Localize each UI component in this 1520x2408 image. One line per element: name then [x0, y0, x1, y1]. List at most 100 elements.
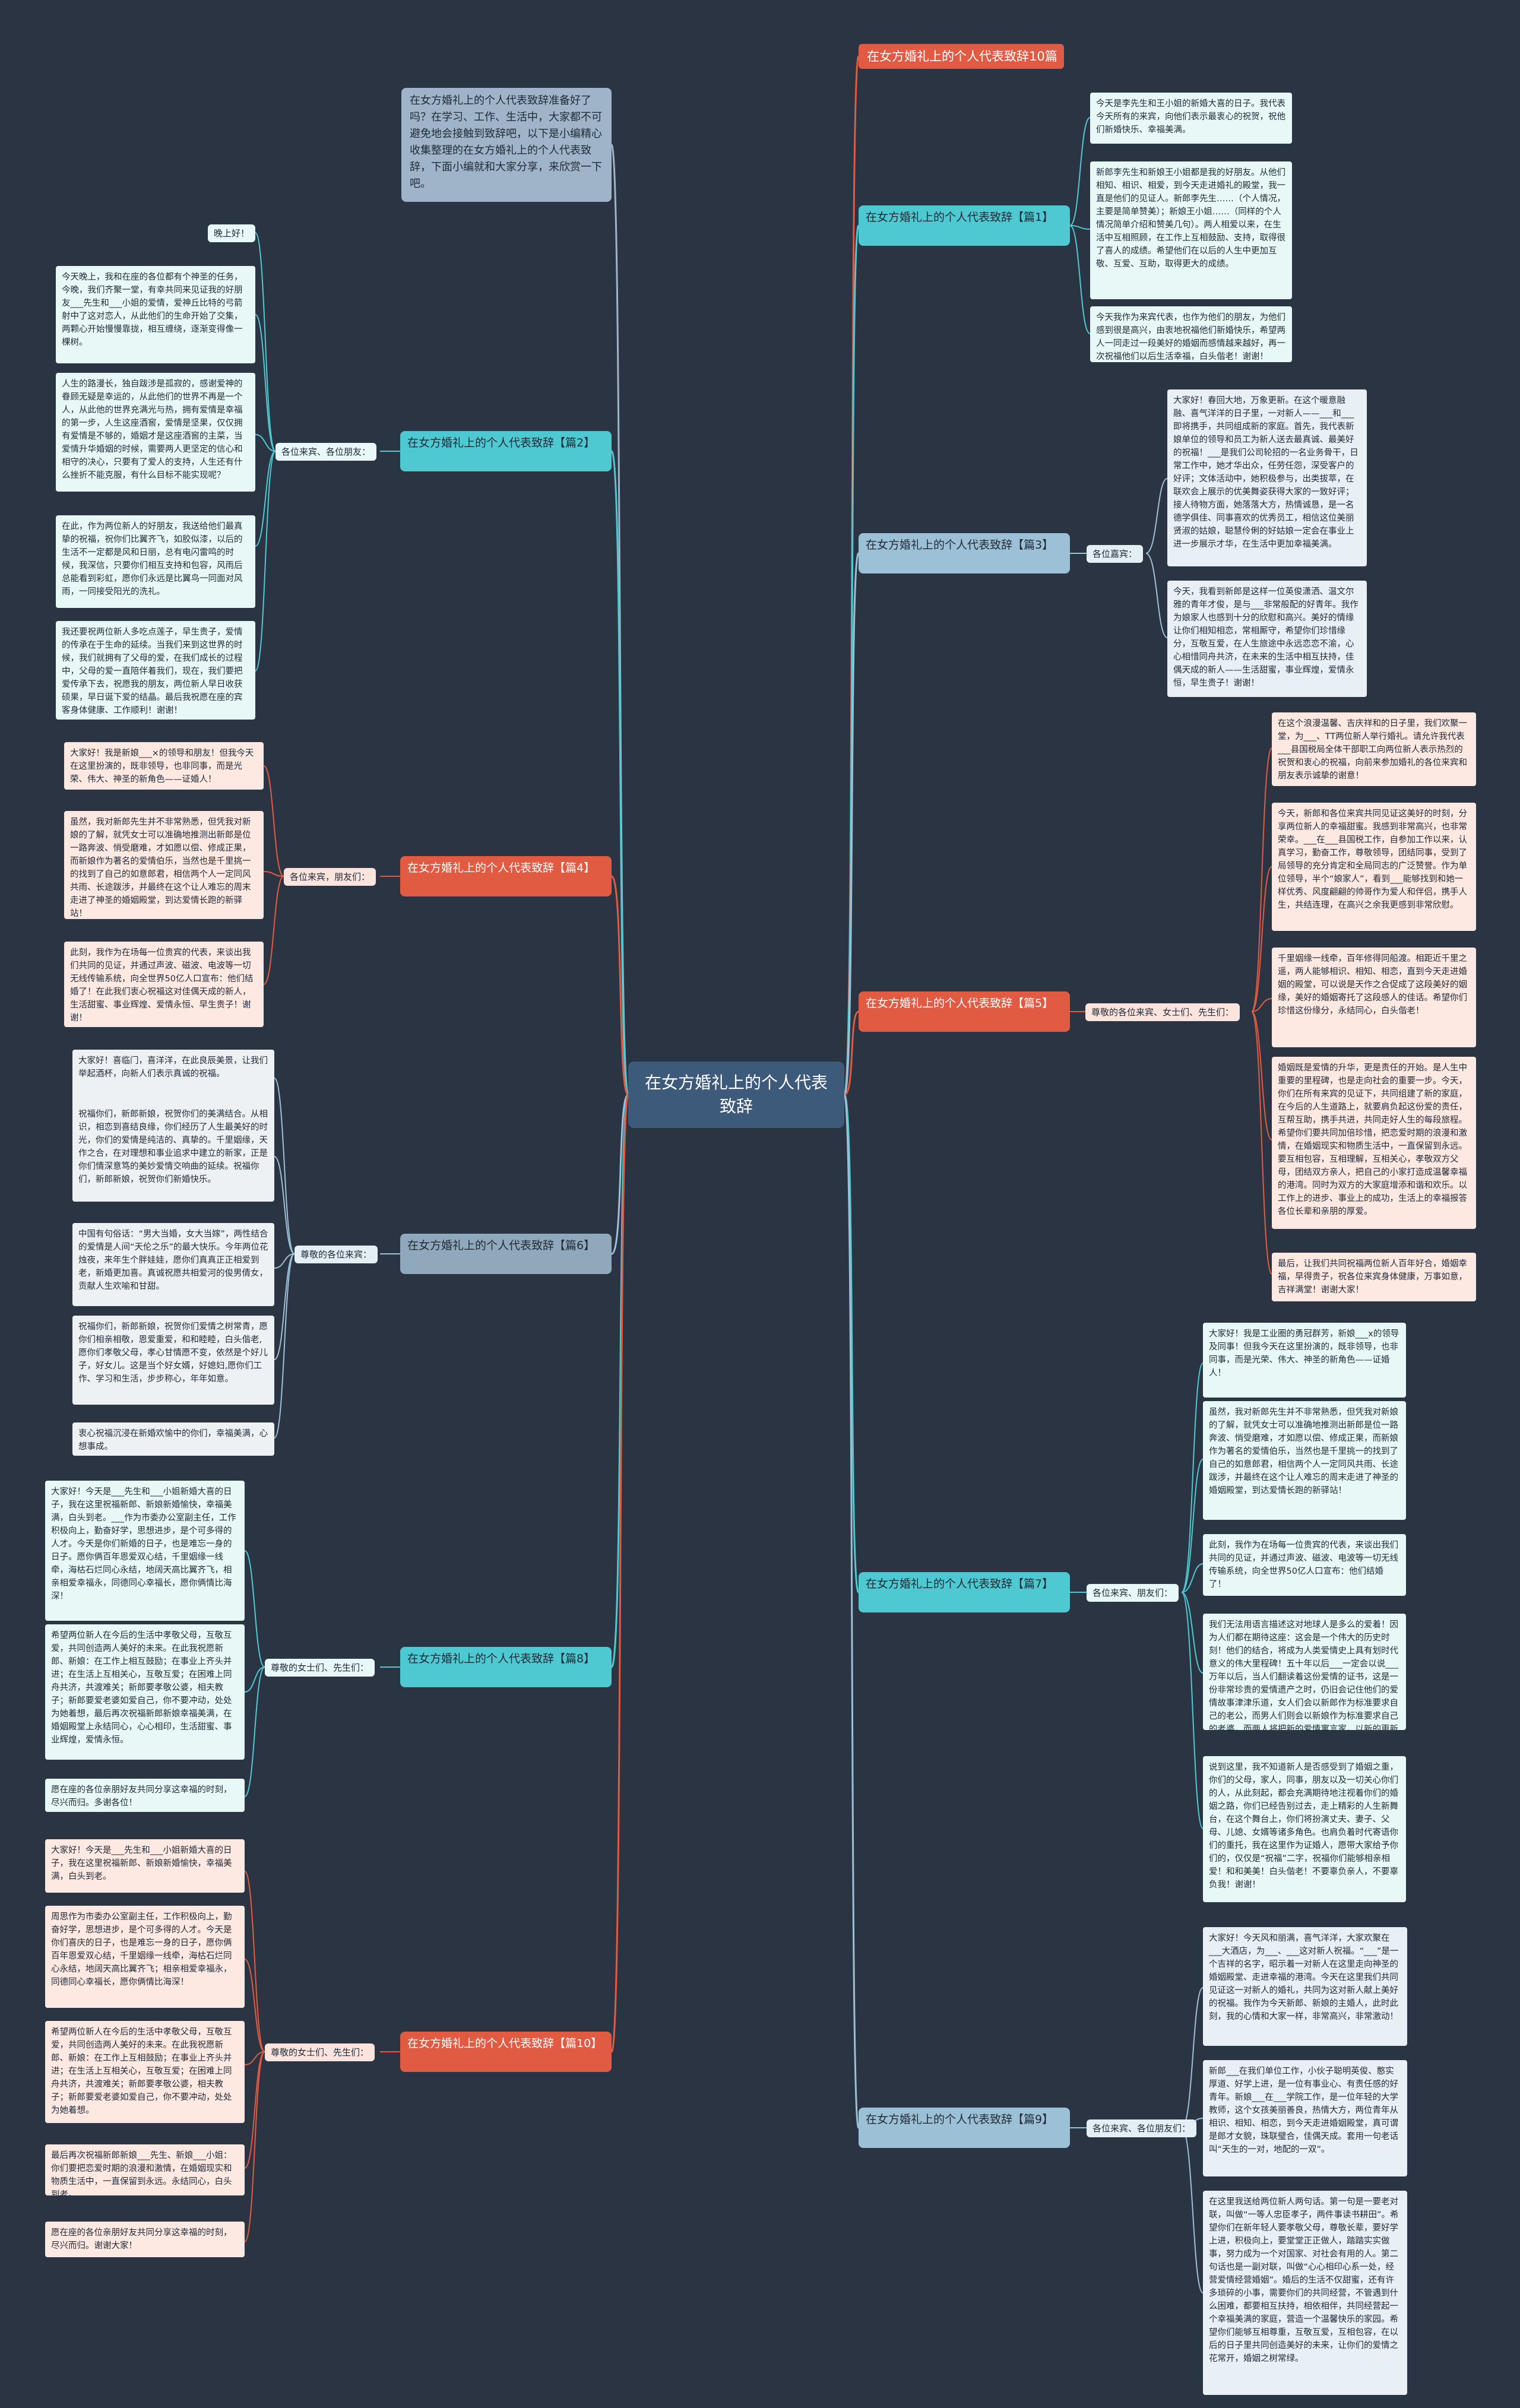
connector [255, 314, 276, 452]
leaf-p10-1[interactable]: 大家好！今天是___先生和___小姐新婚大喜的日子，我在这里祝福新郎、新娘新婚愉… [45, 1839, 245, 1893]
connector [1251, 866, 1272, 1012]
leaf-p5-1[interactable]: 在这个浪漫温馨、吉庆祥和的日子里，我们欢聚一堂，为___、TT两位新人举行婚礼。… [1272, 712, 1476, 786]
connector [244, 1666, 265, 1693]
sub-p4[interactable]: 各位来宾，朋友们： [284, 868, 376, 886]
branch-p1[interactable]: 在女方婚礼上的个人代表致辞【篇1】 [859, 205, 1070, 246]
connector [1251, 1011, 1272, 1275]
leaf-p10-5[interactable]: 愿在座的各位亲朋好友共同分享这幸福的时刻，尽兴而归。谢谢大家！ [45, 2222, 245, 2257]
branch-p4[interactable]: 在女方婚礼上的个人代表致辞【篇4】 [400, 856, 612, 896]
connector [274, 1078, 295, 1254]
connector [244, 2051, 265, 2169]
greet-p2[interactable]: 晚上好！ [208, 224, 256, 242]
leaf-p9-1[interactable]: 大家好！今天风和丽满，喜气洋洋，大家欢聚在___大酒店，为___、___这对新人… [1203, 1927, 1407, 2046]
leaf-p7-1[interactable]: 大家好！我是工业圈的勇冠群芳，新娘___x的领导及同事！但我今天在这里扮演的，既… [1203, 1323, 1406, 1398]
leaf-p8-2[interactable]: 希望两位新人在今后的生活中孝敬父母，互敬互爱，共同创造两人美好的未来。在此我祝愿… [45, 1624, 245, 1760]
branch-p6[interactable]: 在女方婚礼上的个人代表致辞【篇6】 [400, 1234, 612, 1274]
leaf-p2-3[interactable]: 在此，作为两位新人的好朋友，我送给他们最真挚的祝福，祝你们比翼齐飞，如胶似漆，以… [56, 515, 255, 608]
leaf-p6-3[interactable]: 中国有句俗话：“男大当婚，女大当嫁”，两性结合的爱情是人间“天伦之乐”的最大快乐… [72, 1223, 274, 1306]
leaf-p10-2[interactable]: 周思作为市委办公室副主任，工作积极向上，勤奋好学，思想进步，是个可多得的人才。今… [45, 1906, 245, 2008]
connector [244, 1871, 265, 2052]
leaf-p1-1[interactable]: 今天是李先生和王小姐的新婚大喜的日子。我代表今天所有的来宾，向他们表示最衷心的祝… [1090, 93, 1292, 144]
connector [610, 450, 629, 1096]
leaf-p9-2[interactable]: 新郎___在我们单位工作，小伙子聪明英俊、憨实厚道、好学上进，是一位有事业心、有… [1203, 2060, 1407, 2176]
connector [255, 451, 276, 671]
sub-p3[interactable]: 各位嘉宾： [1087, 545, 1144, 563]
leaf-p5-3[interactable]: 千里姻缘一线牵，百年修得同船渡。相距近千里之遥，两人能够相识、相知、相恋，直到今… [1272, 948, 1476, 1047]
connector [1181, 1987, 1204, 2128]
connector [844, 1010, 859, 1096]
connector [244, 1959, 265, 2052]
connector [1069, 117, 1091, 226]
leaf-p4-3[interactable]: 此刻，我作为在场每一位贵宾的代表，来谈出我们共同的见证，并通过声波、磁波、电波等… [64, 942, 264, 1027]
leaf-p2-1[interactable]: 今天晚上，我和在座的各位都有个神圣的任务，今晚，我们齐聚一堂，有幸共同来见证我的… [56, 266, 255, 363]
leaf-p6-4[interactable]: 祝福你们，新郎新娘，祝贺你们爱情之树常青，愿你们相亲相敬，恩爱重爱，和和睦睦，白… [72, 1316, 274, 1405]
leaf-p10-3[interactable]: 希望两位新人在今后的生活中孝敬父母，互敬互爱，共同创造两人美好的未来。在此我祝愿… [45, 2021, 245, 2123]
leaf-p5-5[interactable]: 最后，让我们共同祝福两位新人百年好合，婚姻幸福，早得贵子，祝各位来宾身体健康，万… [1272, 1253, 1476, 1301]
leaf-p1-2[interactable]: 新郎李先生和新娘王小姐都是我的好朋友。从他们相知、相识、相爱，到今天走进婚礼的殿… [1090, 161, 1292, 299]
branch-p2[interactable]: 在女方婚礼上的个人代表致辞【篇2】 [400, 431, 612, 471]
connector [274, 1253, 295, 1439]
branch-p8[interactable]: 在女方婚礼上的个人代表致辞【篇8】 [400, 1647, 612, 1687]
sub-p2[interactable]: 各位来宾、各位朋友： [276, 443, 377, 461]
branch-p7[interactable]: 在女方婚礼上的个人代表致辞【篇7】 [859, 1572, 1070, 1612]
connector [1181, 1459, 1204, 1593]
leaf-p7-4[interactable]: 我们无法用语言描述这对地球人是多么的爱着！因为人们都在期待这座：这会是一个伟大的… [1203, 1614, 1406, 1730]
branch-p5[interactable]: 在女方婚礼上的个人代表致辞【篇5】 [859, 991, 1070, 1032]
connector [274, 1253, 295, 1360]
leaf-p6-2[interactable]: 祝福你们，新郎新娘，祝贺你们的美满结合。从相识，相恋到喜结良缘，你们经历了人生最… [72, 1103, 274, 1202]
connector [1181, 1563, 1204, 1593]
central-topic[interactable]: 在女方婚礼上的个人代表致辞 [628, 1062, 844, 1128]
leaf-p4-2[interactable]: 虽然，我对新郎先生并不非常熟悉，但凭我对新娘的了解，就凭女士可以准确地推测出新郎… [64, 811, 264, 919]
branch-p10[interactable]: 在女方婚礼上的个人代表致辞【篇10】 [400, 2032, 612, 2072]
connector [1069, 225, 1091, 334]
connector [263, 765, 284, 877]
connector [1181, 1363, 1204, 1593]
leaf-p5-2[interactable]: 今天，新郎和各位来宾共同见证这美好的时刻，分享两位新人的幸福甜蜜。我感到非常高兴… [1272, 803, 1476, 931]
connector [1145, 478, 1168, 554]
connector [263, 876, 284, 985]
connector [244, 1666, 265, 1797]
connector [843, 1094, 860, 2129]
leaf-p2-4[interactable]: 我还要祝两位新人多吃点莲子，早生贵子，爱情的传承在于生命的延续。当我们来到这世界… [56, 621, 255, 720]
connector [1145, 553, 1168, 638]
connector [610, 1094, 629, 1255]
leaf-p9-3[interactable]: 在这里我送给两位新人两句话。第一句是一要老对联，叫做“一等人忠臣孝子，两件事读书… [1203, 2191, 1407, 2395]
leaf-p3-2[interactable]: 今天，我看到新郎是这样一位英俊潇洒、温文尔雅的青年才俊，是与___非常般配的好青… [1167, 581, 1367, 697]
leaf-p8-1[interactable]: 大家好！今天是___先生和___小姐新婚大喜的日子，我在这里祝福新郎、新娘新婚愉… [45, 1481, 245, 1621]
sub-p9[interactable]: 各位来宾、各位朋友们： [1087, 2119, 1197, 2137]
leaf-p6-5[interactable]: 衷心祝福沉浸在新婚欢愉中的你们，幸福美满，心想事成。 [72, 1422, 274, 1456]
connector [244, 1550, 265, 1668]
connector [610, 1094, 629, 2053]
leaf-p7-5[interactable]: 说到这里，我不知道新人是否感受到了婚姻之重，你们的父母，家人，同事，朋友以及一切… [1203, 1756, 1406, 1902]
leaf-p7-2[interactable]: 虽然，我对新郎先生并不非常熟悉，但凭我对新娘的了解，就凭女士可以准确地推测出新郎… [1203, 1401, 1406, 1520]
sub-p5[interactable]: 尊敬的各位来宾、女士们、先生们： [1085, 1003, 1240, 1021]
title-node[interactable]: 在女方婚礼上的个人代表致辞10篇 [859, 44, 1064, 69]
leaf-p4-1[interactable]: 大家好！我是新娘___×的领导和朋友！但我今天在这里扮演的，既非领导，也非同事，… [64, 742, 264, 790]
connector [1181, 1592, 1204, 1829]
connector [1069, 225, 1091, 230]
leaf-p10-4[interactable]: 最后再次祝福新郎新娘___先生、新娘___小姐：你们要把恋爱时期的浪漫和激情，在… [45, 2144, 245, 2195]
leaf-p6-1[interactable]: 大家好！喜临门，喜洋洋，在此良辰美景，让我们举起酒杯，向新人们表示真诚的祝福。 [72, 1050, 274, 1107]
connector [274, 1156, 295, 1254]
connector [1251, 998, 1272, 1012]
connector [263, 871, 284, 877]
intro-node[interactable]: 在女方婚礼上的个人代表致辞准备好了吗？在学习、工作、生活中，大家都不可避免地会接… [401, 88, 612, 202]
leaf-p7-3[interactable]: 此刻，我作为在场每一位贵宾的代表，来谈出我们共同的见证，并通过声波、磁波、电波等… [1203, 1534, 1406, 1596]
leaf-p3-1[interactable]: 大家好！春回大地，万象更新。在这个暖意融融、喜气洋洋的日子里，一对新人——___… [1167, 389, 1367, 566]
leaf-p1-3[interactable]: 今天我作为来宾代表，也作为他们的朋友，为他们感到很是高兴，由衷地祝福他们新婚快乐… [1090, 306, 1292, 362]
leaf-p2-2[interactable]: 人生的路漫长，独自跋涉是孤寂的，感谢爱神的眷顾无疑是幸运的，从此他们的世界不再是… [56, 373, 255, 492]
connector [255, 434, 276, 452]
connector [1251, 1011, 1272, 1140]
connector [843, 552, 860, 1096]
connector [1181, 1592, 1204, 1674]
sub-p7[interactable]: 各位来宾、朋友们： [1087, 1584, 1179, 1602]
connector [274, 1253, 295, 1269]
branch-p3[interactable]: 在女方婚礼上的个人代表致辞【篇3】 [859, 533, 1070, 574]
branch-p9[interactable]: 在女方婚礼上的个人代表致辞【篇9】 [859, 2108, 1070, 2148]
leaf-p8-3[interactable]: 愿在座的各位亲朋好友共同分享这幸福的时刻，尽兴而归。多谢各位！ [45, 1779, 245, 1812]
sub-p6[interactable]: 尊敬的各位来宾： [294, 1246, 378, 1263]
sub-p8[interactable]: 尊敬的女士们、先生们： [265, 1659, 375, 1677]
sub-p10[interactable]: 尊敬的女士们、先生们： [265, 2043, 375, 2061]
leaf-p5-4[interactable]: 婚姻既是爱情的升华，更是责任的开始。是人生中重要的里程碑，也是走向社会的重要一步… [1272, 1057, 1476, 1229]
